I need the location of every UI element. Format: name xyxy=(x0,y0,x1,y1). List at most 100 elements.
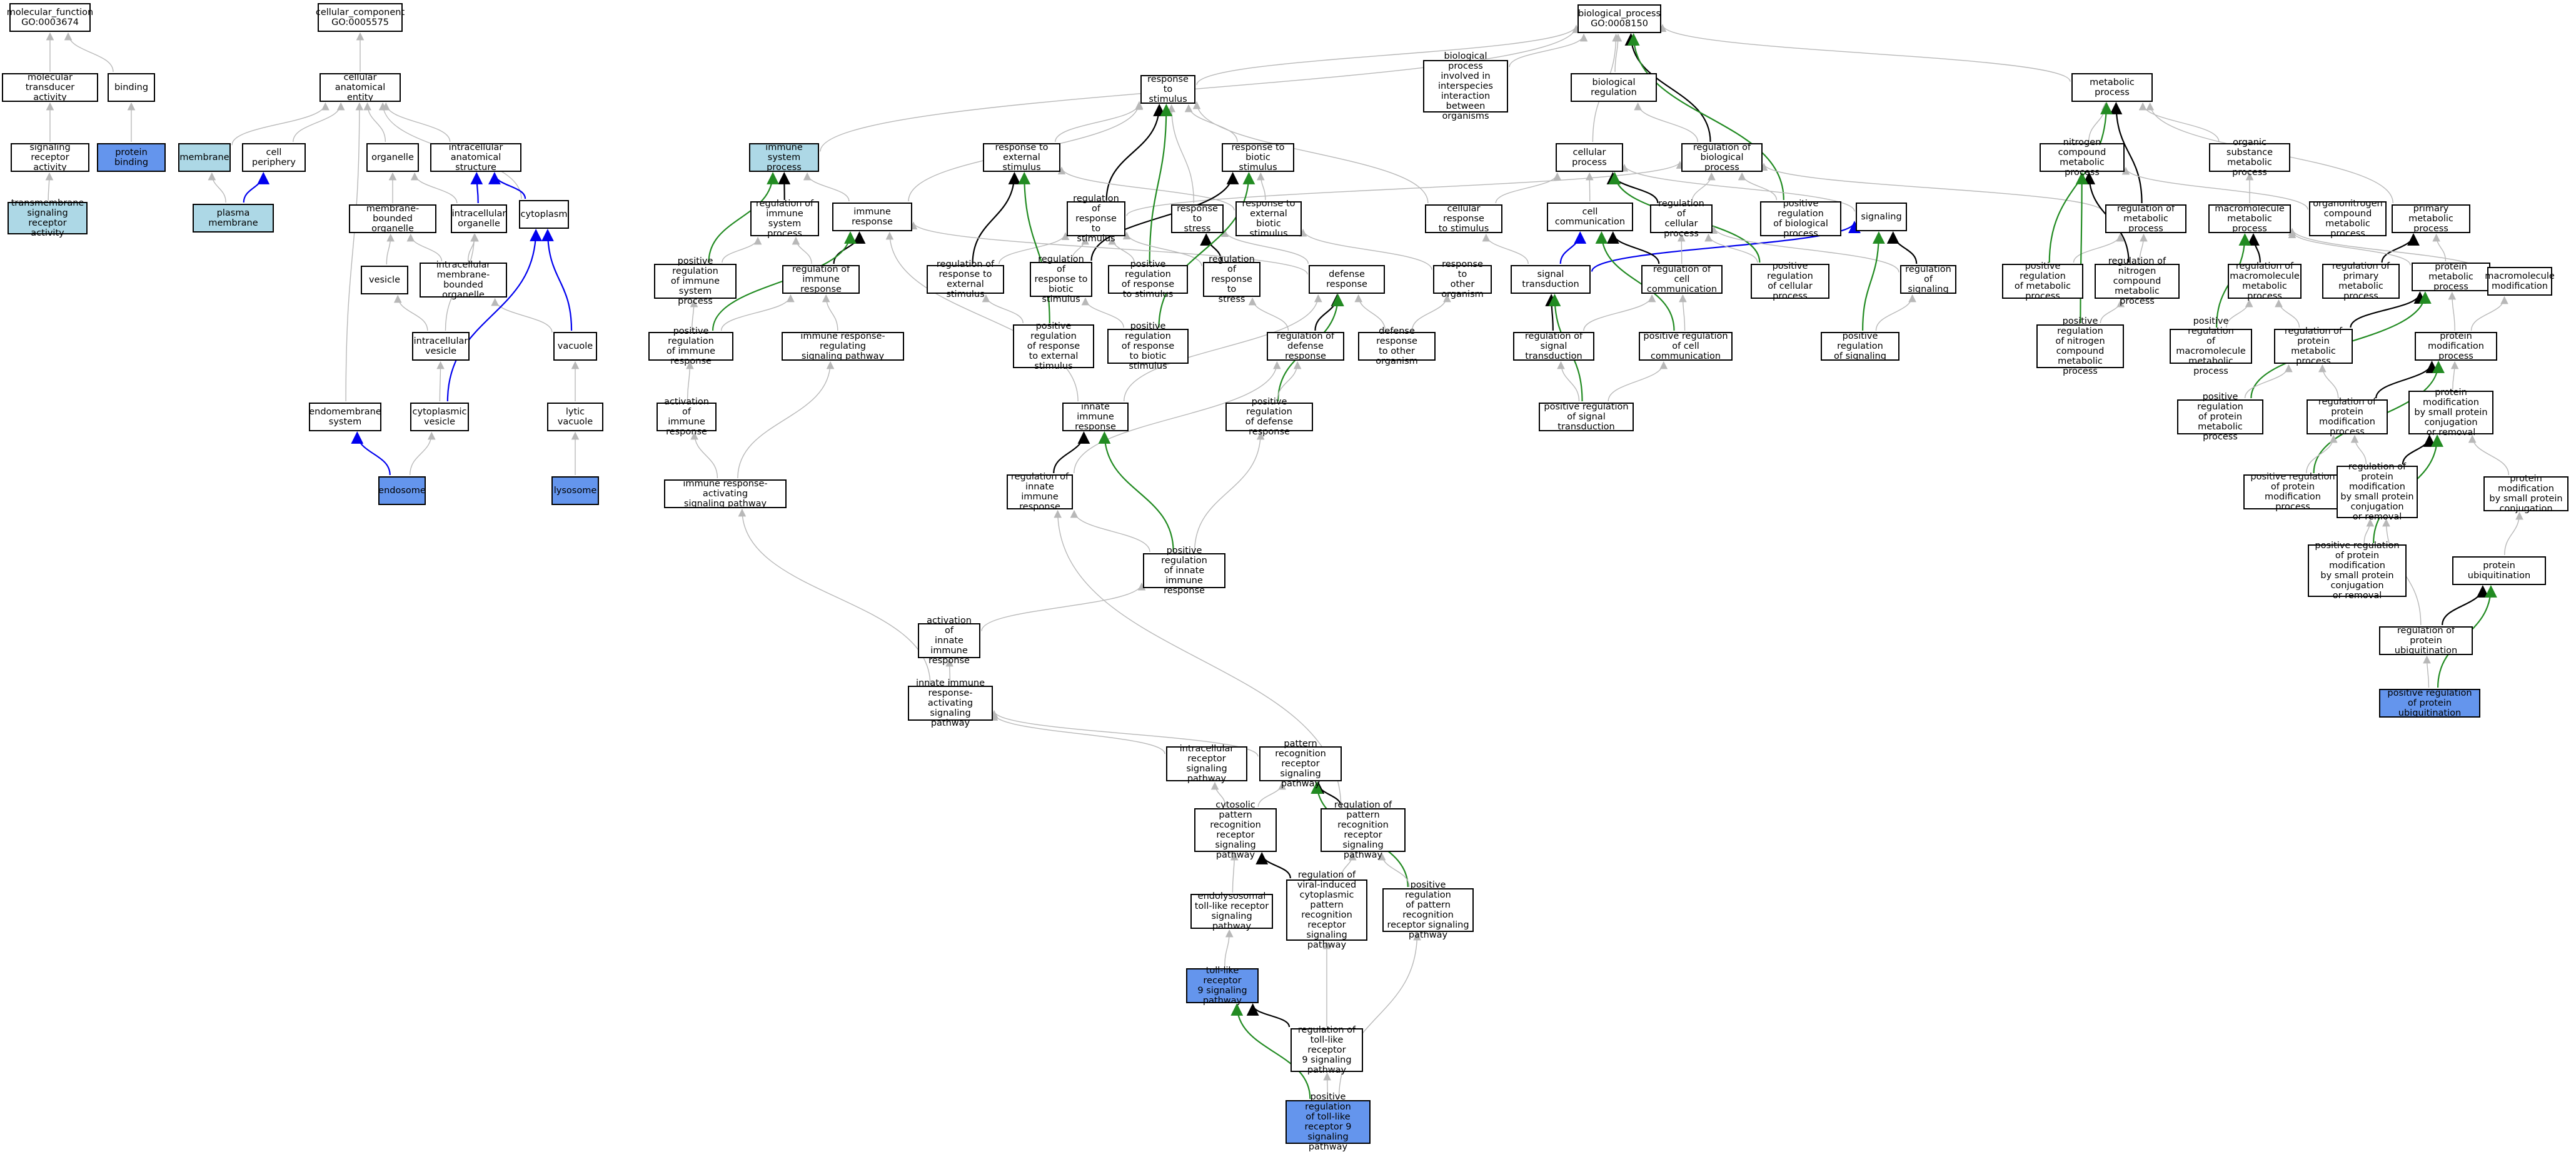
go-term-immune-response[interactable]: immune response xyxy=(832,203,912,231)
go-term-immune-response-regulating[interactable]: immune response-regulating signaling pat… xyxy=(782,332,904,361)
go-term-cellular-anatomical[interactable]: cellular anatomical entity xyxy=(319,73,401,102)
go-term-positive-regulation[interactable]: positive regulation of defense response xyxy=(1225,403,1313,431)
go-term-transmembrane[interactable]: transmembrane signaling receptor activit… xyxy=(8,202,88,234)
go-term-intracellular[interactable]: intracellular vesicle xyxy=(412,332,470,361)
go-term-signaling[interactable]: signaling xyxy=(1856,203,1907,231)
go-term-positive-regulation[interactable]: positive regulation of response to bioti… xyxy=(1107,329,1189,364)
go-term-positive-regulation[interactable]: positive regulation of signaling xyxy=(1821,332,1899,361)
go-term-organonitrogen[interactable]: organonitrogen compound metabolic proces… xyxy=(2309,201,2387,236)
go-term-endolysosomal[interactable]: endolysosomal toll-like receptor signali… xyxy=(1190,894,1273,929)
go-term-regulation-of[interactable]: regulation of primary metabolic process xyxy=(2322,264,2400,299)
go-term-positive-regulation[interactable]: positive regulation of immune system pro… xyxy=(654,264,737,299)
go-term-cellular-response[interactable]: cellular response to stimulus xyxy=(1425,204,1502,233)
go-term-positive-regulation[interactable]: positive regulation of cell communicatio… xyxy=(1639,332,1733,361)
go-term-protein-binding[interactable]: protein binding xyxy=(97,143,166,172)
go-term-response-to[interactable]: response to stimulus xyxy=(1140,75,1195,104)
go-term-positive-regulation[interactable]: positive regulation of protein modificat… xyxy=(2243,474,2342,509)
go-term-biological-process[interactable]: biological_process GO:0008150 xyxy=(1577,4,1661,33)
go-term-endomembrane[interactable]: endomembrane system xyxy=(309,403,381,431)
go-term-molecular-function[interactable]: molecular_function GO:0003674 xyxy=(9,3,91,32)
go-term-positive-regulation[interactable]: positive regulation of protein ubiquitin… xyxy=(2379,689,2480,718)
go-term-regulation-of[interactable]: regulation of response to biotic stimulu… xyxy=(1030,262,1092,297)
go-term-intracellular[interactable]: intracellular membrane-bounded organelle xyxy=(420,263,507,298)
go-term-cellular-component[interactable]: cellular_component GO:0005575 xyxy=(318,3,403,32)
go-term-cellular-process[interactable]: cellular process xyxy=(1556,143,1623,172)
go-term-regulation-of[interactable]: regulation of defense response xyxy=(1267,332,1344,361)
go-term-regulation-of[interactable]: regulation of pattern recognition recept… xyxy=(1321,808,1406,852)
go-term-regulation-of[interactable]: regulation of cell communication xyxy=(1641,265,1723,294)
go-term-protein-ubiquitination[interactable]: protein ubiquitination xyxy=(2452,556,2546,585)
go-term-defense-response[interactable]: defense response xyxy=(1309,265,1385,294)
go-term-regulation-of[interactable]: regulation of cellular process xyxy=(1650,204,1713,233)
go-term-protein-modification[interactable]: protein modification by small protein co… xyxy=(2408,391,2493,434)
go-term-plasma-membrane[interactable]: plasma membrane xyxy=(193,204,274,233)
go-term-positive-regulation[interactable]: positive regulation of nitrogen compound… xyxy=(2036,324,2124,368)
go-term-regulation-of[interactable]: regulation of toll-like receptor 9 signa… xyxy=(1291,1028,1363,1072)
go-term-binding[interactable]: binding xyxy=(108,73,155,102)
go-term-regulation-of[interactable]: regulation of innate immune response xyxy=(1007,474,1073,509)
go-term-innate-immune[interactable]: innate immune response xyxy=(1062,403,1129,431)
go-term-protein-modification[interactable]: protein modification process xyxy=(2415,332,2497,361)
go-term-positive-regulation[interactable]: positive regulation of response to exter… xyxy=(1013,324,1094,368)
go-term-vacuole[interactable]: vacuole xyxy=(553,332,597,361)
go-term-organelle[interactable]: organelle xyxy=(366,143,419,172)
go-term-organic-substance[interactable]: organic substance metabolic process xyxy=(2209,143,2290,172)
go-term-regulation-of[interactable]: regulation of nitrogen compound metaboli… xyxy=(2095,264,2180,299)
go-term-cytosolic-pattern[interactable]: cytosolic pattern recognition receptor s… xyxy=(1194,808,1277,852)
go-term-protein-modification[interactable]: protein modification by small protein co… xyxy=(2483,476,2568,511)
go-term-response-to[interactable]: response to external biotic stimulus xyxy=(1235,201,1302,236)
go-term-primary-metabolic[interactable]: primary metabolic process xyxy=(2392,204,2470,233)
go-term-regulation-of[interactable]: regulation of signal transduction xyxy=(1513,332,1594,361)
go-term-molecular-transducer[interactable]: molecular transducer activity xyxy=(2,73,98,102)
go-term-response-to[interactable]: response to biotic stimulus xyxy=(1222,143,1294,172)
go-term-biological-process[interactable]: biological process involved in interspec… xyxy=(1423,60,1508,113)
go-term-regulation-of[interactable]: regulation of protein ubiquitination xyxy=(2379,626,2473,655)
go-term-innate-immune[interactable]: innate immune response-activating signal… xyxy=(908,686,993,721)
go-term-activation-of[interactable]: activation of innate immune response xyxy=(918,623,980,658)
go-term-cytoplasm[interactable]: cytoplasm xyxy=(519,200,569,229)
go-term-membrane-bounded[interactable]: membrane-bounded organelle xyxy=(349,204,436,233)
go-term-regulation-of[interactable]: regulation of response to external stimu… xyxy=(927,265,1004,294)
go-term-toll-like-receptor[interactable]: toll-like receptor 9 signaling pathway xyxy=(1186,968,1259,1003)
go-term-positive-regulation[interactable]: positive regulation of macromolecule met… xyxy=(2170,329,2252,364)
go-term-activation-of[interactable]: activation of immune response xyxy=(657,403,717,431)
go-term-positive-regulation[interactable]: positive regulation of protein modificat… xyxy=(2308,544,2407,597)
go-term-regulation-of[interactable]: regulation of immune system process xyxy=(750,201,819,236)
go-term-response-to[interactable]: response to other organism xyxy=(1433,265,1492,294)
go-term-cytoplasmic[interactable]: cytoplasmic vesicle xyxy=(410,403,469,431)
go-term-lytic-vacuole[interactable]: lytic vacuole xyxy=(547,403,603,431)
go-term-positive-regulation[interactable]: positive regulation of signal transducti… xyxy=(1539,403,1634,431)
go-term-regulation-of[interactable]: regulation of protein modification proce… xyxy=(2307,399,2388,434)
go-term-response-to[interactable]: response to external stimulus xyxy=(983,143,1060,172)
go-term-signaling-receptor[interactable]: signaling receptor activity xyxy=(11,143,89,172)
go-term-pattern-recognition[interactable]: pattern recognition receptor signaling p… xyxy=(1259,746,1342,781)
go-term-metabolic-process[interactable]: metabolic process xyxy=(2071,73,2153,102)
go-term-positive-regulation[interactable]: positive regulation of cellular process xyxy=(1751,264,1829,299)
go-term-positive-regulation[interactable]: positive regulation of immune response xyxy=(648,332,733,361)
go-term-regulation-of[interactable]: regulation of metabolic process xyxy=(2105,204,2186,233)
go-term-regulation-of[interactable]: regulation of biological process xyxy=(1681,143,1763,172)
go-term-regulation-of[interactable]: regulation of immune response xyxy=(782,265,860,294)
go-term-positive-regulation[interactable]: positive regulation of metabolic process xyxy=(2002,264,2083,299)
go-term-cell-communication[interactable]: cell communication xyxy=(1547,203,1633,231)
go-term-nitrogen-compound[interactable]: nitrogen compound metabolic process xyxy=(2040,143,2125,172)
go-term-positive-regulation[interactable]: positive regulation of response to stimu… xyxy=(1108,265,1188,294)
go-term-biological-regulation[interactable]: biological regulation xyxy=(1571,73,1657,102)
go-term-regulation-of[interactable]: regulation of protein metabolic process xyxy=(2274,329,2353,364)
go-term-immune-response-activating[interactable]: immune response-activating signaling pat… xyxy=(664,479,787,508)
go-term-regulation-of[interactable]: regulation of viral-induced cytoplasmic … xyxy=(1286,879,1367,941)
go-term-vesicle[interactable]: vesicle xyxy=(361,266,408,294)
go-term-regulation-of[interactable]: regulation of response to stress xyxy=(1203,262,1260,297)
go-term-macromolecule[interactable]: macromolecule modification xyxy=(2487,267,2552,296)
go-term-intracellular[interactable]: intracellular receptor signaling pathway xyxy=(1166,746,1247,781)
go-term-regulation-of[interactable]: regulation of macromolecule metabolic pr… xyxy=(2228,264,2302,299)
go-term-regulation-of[interactable]: regulation of response to stimulus xyxy=(1067,201,1125,236)
go-term-positive-regulation[interactable]: positive regulation of pattern recogniti… xyxy=(1382,888,1474,932)
go-term-response-to[interactable]: response to stress xyxy=(1171,204,1224,233)
go-term-endosome[interactable]: endosome xyxy=(378,476,426,505)
go-term-protein-metabolic[interactable]: protein metabolic process xyxy=(2412,263,2490,291)
go-term-macromolecule[interactable]: macromolecule metabolic process xyxy=(2208,204,2291,233)
go-term-intracellular[interactable]: intracellular anatomical structure xyxy=(430,143,521,172)
go-term-defense-response[interactable]: defense response to other organism xyxy=(1358,332,1436,361)
go-term-lysosome[interactable]: lysosome xyxy=(551,476,599,505)
